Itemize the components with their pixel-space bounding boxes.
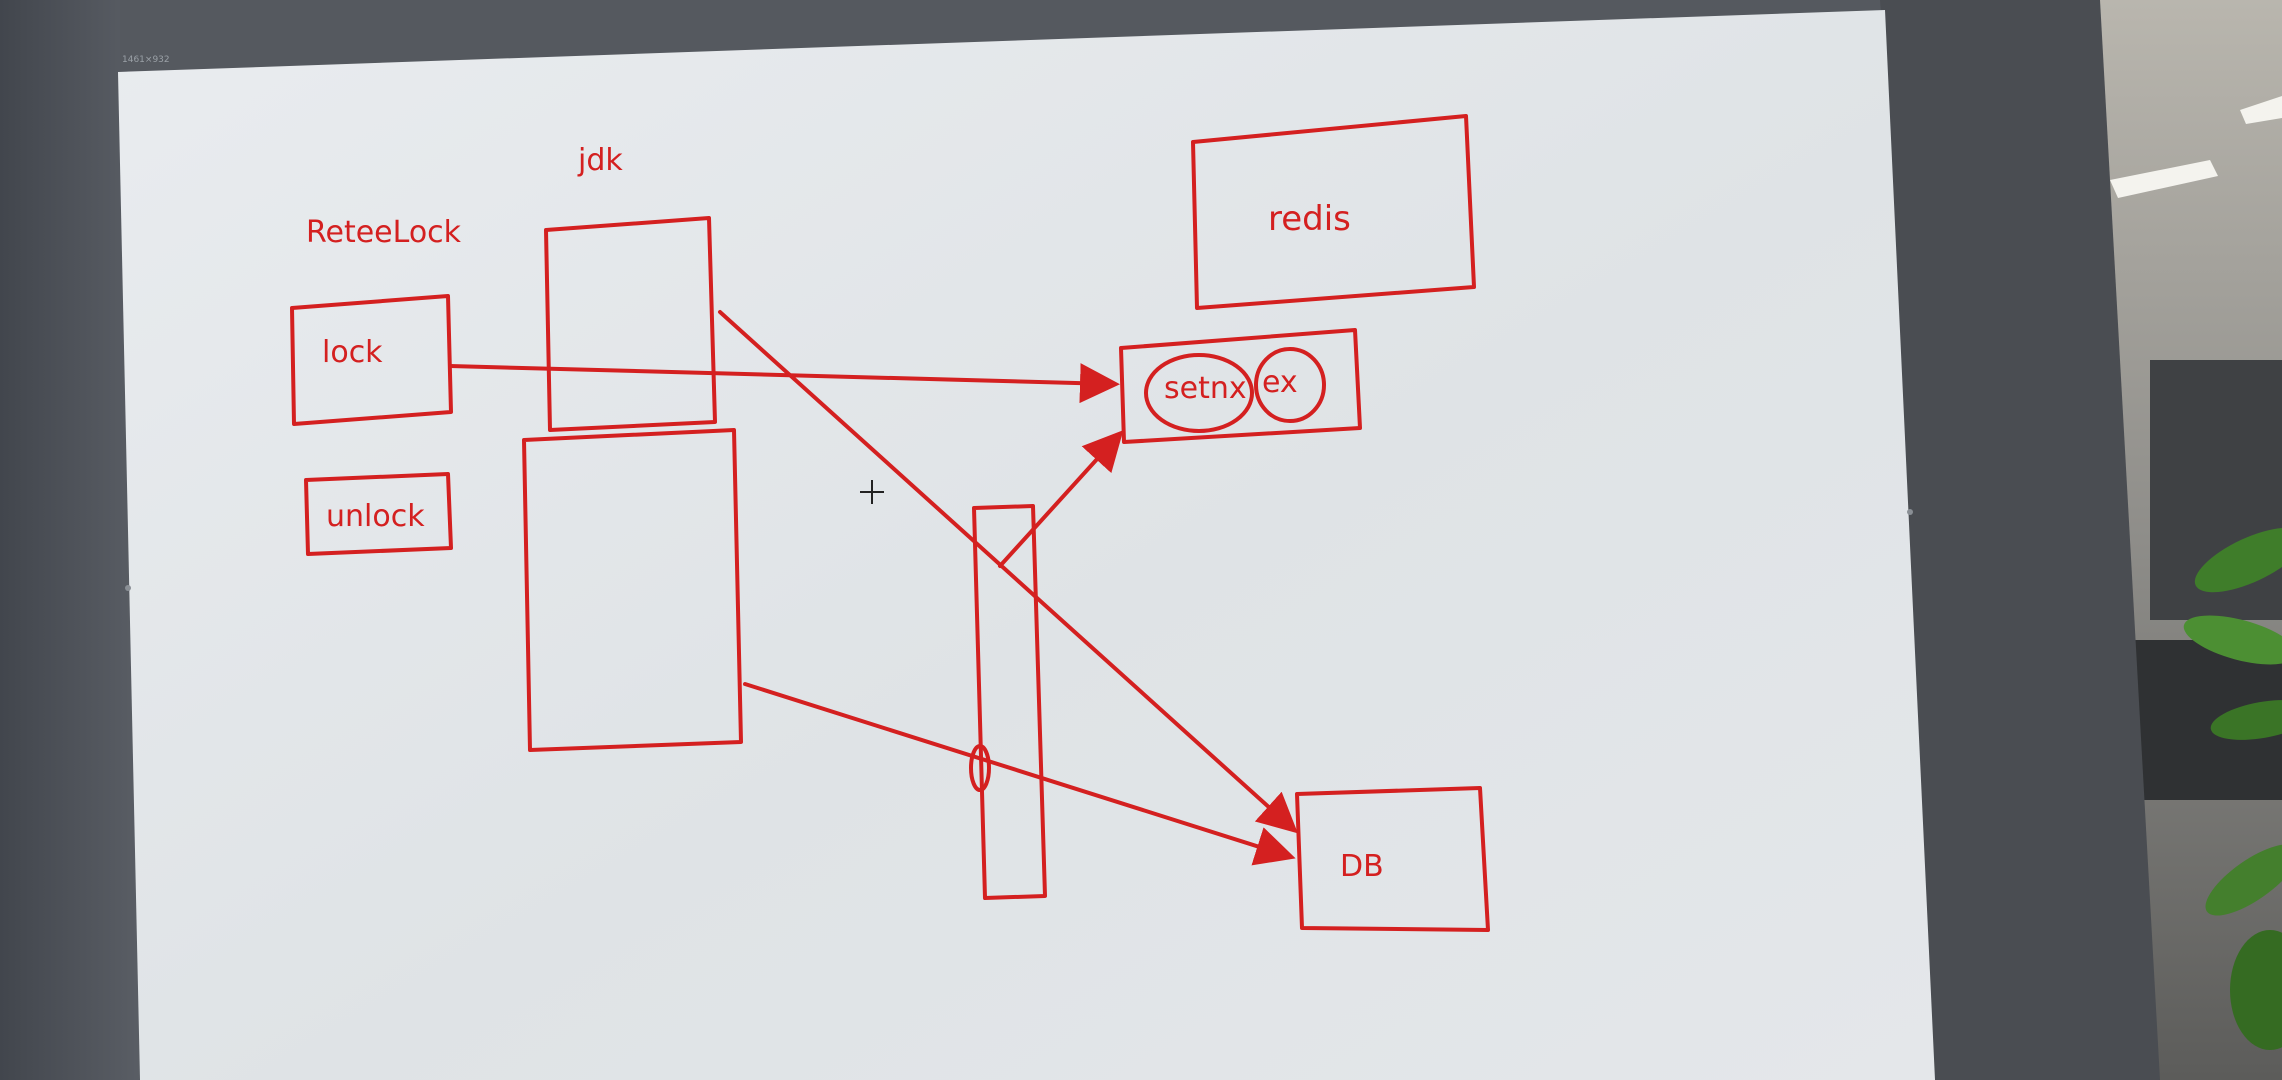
lock-label: lock xyxy=(322,335,383,370)
arrow-column-to-setnx xyxy=(998,430,1124,568)
dimension-readout: 1461×932 xyxy=(122,55,170,65)
plant xyxy=(2183,527,2282,1050)
crosshair-cursor-icon xyxy=(860,480,884,504)
arrow-jdk-top-to-db xyxy=(718,310,1298,834)
db-box xyxy=(1295,786,1490,932)
column-mark-ellipse xyxy=(969,744,991,792)
ceiling-light-2 xyxy=(2240,96,2282,124)
setnx-circle xyxy=(1144,353,1254,433)
setnx-label: setnx xyxy=(1164,371,1247,406)
jdk-bottom-box xyxy=(522,428,743,752)
jdk-label: jdk xyxy=(577,143,623,178)
db-label: DB xyxy=(1340,849,1384,884)
diagram xyxy=(290,114,1490,932)
redis-label: redis xyxy=(1268,199,1351,239)
resize-handle-right xyxy=(1907,509,1913,515)
monitor-bezel xyxy=(1880,0,2160,1080)
unlock-label: unlock xyxy=(326,499,425,534)
ex-circle xyxy=(1254,347,1326,423)
retee-lock-label: ReteeLock xyxy=(306,215,462,250)
lock-box xyxy=(290,294,453,426)
screen xyxy=(118,10,1935,1080)
arrow-lock-to-setnx xyxy=(448,363,1120,404)
middle-column xyxy=(972,504,1047,900)
resize-handle-left xyxy=(125,585,131,591)
setnx-ex-box xyxy=(1119,328,1362,444)
arrow-jdk-bottom-to-db xyxy=(743,682,1296,866)
monitor-top-strip xyxy=(120,0,1880,72)
redis-box xyxy=(1191,114,1476,310)
ex-label: ex xyxy=(1262,365,1298,400)
unlock-box xyxy=(304,472,453,556)
ceiling-light xyxy=(2110,160,2218,198)
jdk-top-box xyxy=(544,216,717,432)
